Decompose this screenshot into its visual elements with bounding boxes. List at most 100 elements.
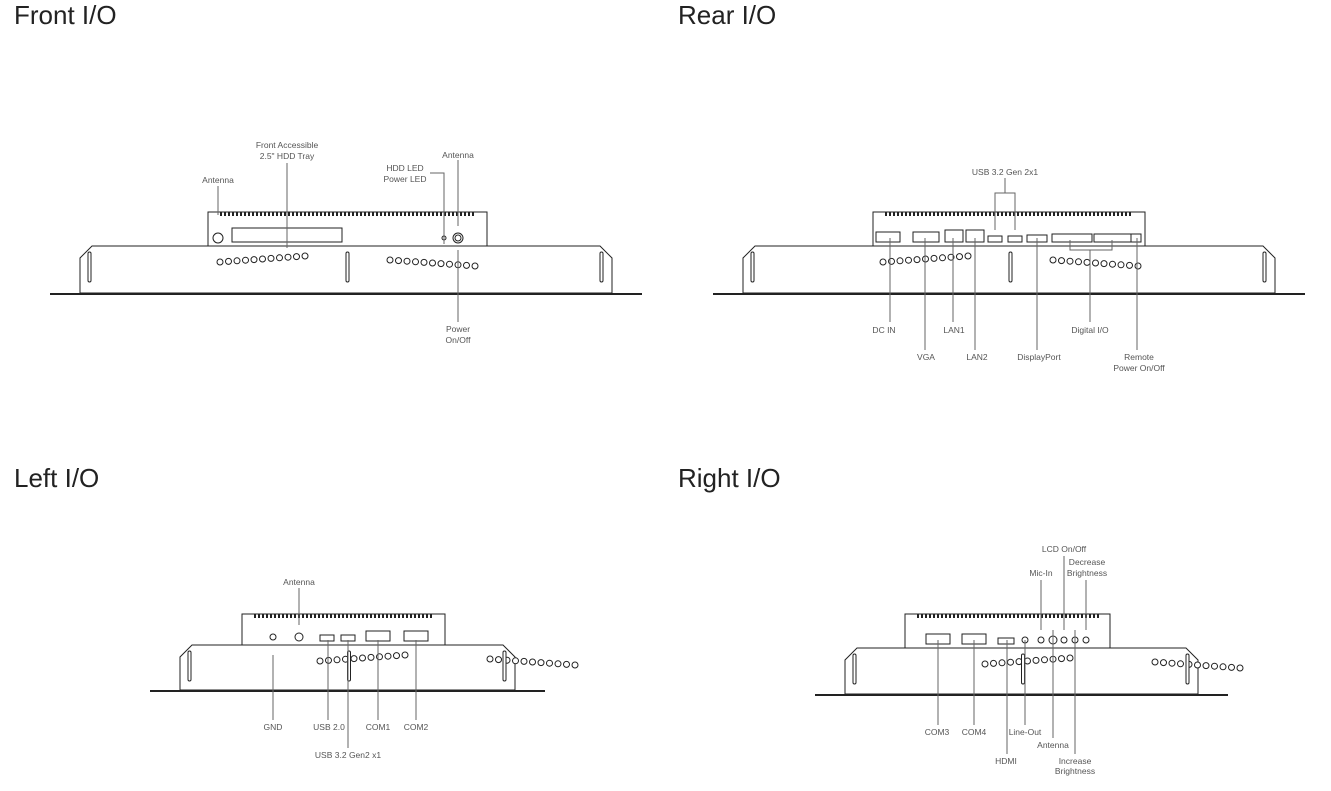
heatsink-fin (941, 614, 943, 618)
screw (446, 260, 453, 268)
screw (250, 256, 258, 264)
heatsink-fin (957, 212, 959, 216)
screw (888, 257, 895, 265)
heatsink-fin (398, 614, 400, 618)
com1-port (365, 630, 391, 642)
mounting-slot (1185, 653, 1190, 685)
heatsink-fin (356, 212, 358, 216)
heatsink-fin (262, 614, 264, 618)
heatsink-fin (360, 212, 362, 216)
heatsink-fin (404, 212, 406, 216)
base-plate (713, 293, 1305, 295)
screw (1041, 656, 1048, 664)
heatsink-fin (332, 212, 334, 216)
screw (1160, 659, 1167, 667)
screw (316, 657, 324, 665)
base-plate (815, 694, 1228, 696)
heatsink-fin (342, 614, 344, 618)
heatsink-fin (240, 212, 242, 216)
mounting-slot (345, 251, 350, 283)
front-antenna-left-label: Antenna (202, 175, 234, 185)
heatsink-fin (1089, 212, 1091, 216)
heatsink-fin (1101, 212, 1103, 216)
heatsink-fin (406, 614, 408, 618)
right-lcd-label: LCD On/Off (1041, 544, 1087, 554)
heatsink-fin (424, 212, 426, 216)
heatsink-fin (312, 212, 314, 216)
screw (981, 660, 989, 668)
heatsink-fin (278, 614, 280, 618)
heatsink-fin (228, 212, 230, 216)
screw (386, 256, 394, 264)
heatsink-fin (941, 212, 943, 216)
heatsink-fin (400, 212, 402, 216)
heatsink-fin (949, 212, 951, 216)
heatsink-fin (1017, 212, 1019, 216)
screw (930, 254, 938, 262)
heatsink-fin (981, 614, 983, 618)
heatsink-fin (378, 614, 380, 618)
heatsink-fin (1093, 614, 1095, 618)
heatsink-fin (256, 212, 258, 216)
screw (554, 660, 562, 668)
heatsink-fin (1057, 614, 1059, 618)
screw (1177, 660, 1184, 668)
heatsink-fin (464, 212, 466, 216)
heatsink-fin (1117, 212, 1119, 216)
heatsink-fin (270, 614, 272, 618)
heatsink-fin (933, 212, 935, 216)
heatsink-fin (1037, 614, 1039, 618)
heatsink-fin (1065, 212, 1067, 216)
heatsink-fin (472, 212, 474, 216)
heatsink-fin (1025, 614, 1027, 618)
screw (1032, 656, 1040, 664)
screw (1211, 662, 1218, 670)
heatsink-fin (901, 212, 903, 216)
screw (1202, 662, 1210, 670)
heatsink-fin (254, 614, 256, 618)
screw (563, 660, 570, 668)
heatsink-fin (925, 212, 927, 216)
screw (546, 659, 553, 667)
screw (571, 661, 579, 669)
right-antenna-label: Antenna (1037, 740, 1069, 750)
heatsink-fin (1077, 212, 1079, 216)
screw (429, 259, 436, 267)
screw (301, 252, 309, 260)
screw (384, 652, 392, 660)
heatsink-fin (318, 614, 320, 618)
screw (896, 257, 904, 265)
heatsink-fin (248, 212, 250, 216)
heatsink-fin (402, 614, 404, 618)
screw (1075, 258, 1082, 266)
front-io-device (50, 211, 642, 295)
heatsink-fin (1077, 614, 1079, 618)
gnd-icon (269, 633, 277, 641)
heatsink-fin (1057, 212, 1059, 216)
heatsink-fin (985, 212, 987, 216)
heatsink-fin (224, 212, 226, 216)
heatsink-fin (274, 614, 276, 618)
lan1-port (944, 229, 964, 243)
heatsink-fin (382, 614, 384, 618)
right-increase-label-1: Increase (1058, 756, 1092, 766)
screw (1049, 256, 1057, 264)
screw (463, 261, 470, 269)
heatsink-fin (1089, 614, 1091, 618)
digital-io-port (1051, 233, 1093, 243)
heatsink-fin (953, 212, 955, 216)
heatsink-fin (432, 212, 434, 216)
front-leader-lines (217, 160, 459, 322)
heatsink-fin (388, 212, 390, 216)
heatsink-fin (358, 614, 360, 618)
mounting-slot (599, 251, 604, 283)
heatsink-fin (220, 212, 222, 216)
screw (1168, 659, 1176, 667)
heatsink-fin (953, 614, 955, 618)
heatsink-fin (408, 212, 410, 216)
mounting-slot (187, 650, 192, 682)
heatsink-fin (1061, 212, 1063, 216)
heatsink-fin (1029, 212, 1031, 216)
heatsink-fin (372, 212, 374, 216)
